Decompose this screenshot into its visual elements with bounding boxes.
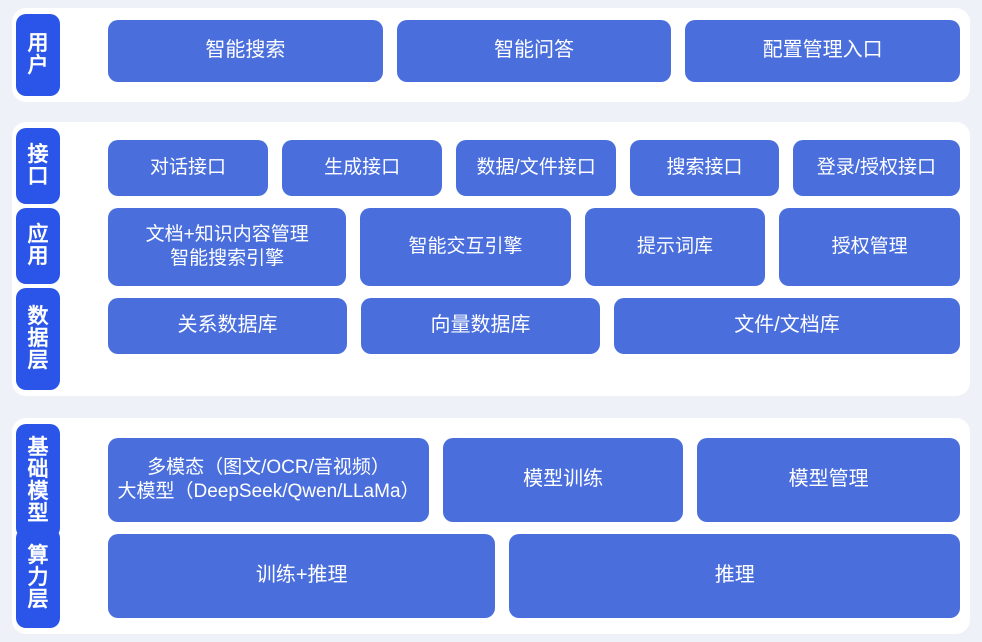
box-model-management[interactable]: 模型管理	[697, 438, 960, 522]
box-training-plus-inference[interactable]: 训练+推理	[108, 534, 496, 618]
box-file-document-store[interactable]: 文件/文档库	[613, 298, 960, 354]
box-authorization-management[interactable]: 授权管理	[779, 208, 961, 286]
row-user-1: 智能搜索 智能问答 配置管理入口	[108, 20, 961, 82]
layer-tab-interface-label: 接口	[27, 142, 49, 188]
row-application: 文档+知识内容管理 智能搜索引擎 智能交互引擎 提示词库 授权管理	[108, 208, 961, 286]
layer-tab-compute-label: 算力层	[27, 543, 49, 612]
box-config-management-entry[interactable]: 配置管理入口	[685, 20, 961, 82]
box-intelligent-qa[interactable]: 智能问答	[396, 20, 672, 82]
box-data-file-api[interactable]: 数据/文件接口	[456, 140, 617, 196]
layer-tab-compute[interactable]: 算力层	[16, 528, 60, 628]
box-dialog-api[interactable]: 对话接口	[108, 140, 269, 196]
box-relational-database[interactable]: 关系数据库	[108, 298, 347, 354]
section-base-content: 多模态（图文/OCR/音视频） 大模型（DeepSeek/Qwen/LLaMa）…	[108, 438, 960, 618]
box-intelligent-search[interactable]: 智能搜索	[108, 20, 383, 82]
layer-tab-user-label: 用户	[27, 31, 49, 77]
layer-tab-data[interactable]: 数据层	[16, 288, 60, 390]
layer-tab-application[interactable]: 应用	[16, 208, 60, 284]
box-inference[interactable]: 推理	[509, 534, 960, 618]
box-login-auth-api[interactable]: 登录/授权接口	[792, 140, 960, 196]
row-interface: 对话接口 生成接口 数据/文件接口 搜索接口 登录/授权接口	[108, 140, 960, 196]
layer-tab-user[interactable]: 用户	[16, 14, 60, 96]
row-data: 关系数据库 向量数据库 文件/文档库	[108, 298, 960, 354]
section-middle-content: 对话接口 生成接口 数据/文件接口 搜索接口 登录/授权接口 文档+知识内容管理…	[108, 140, 961, 354]
layer-tab-application-label: 应用	[27, 222, 49, 268]
layer-tab-data-label: 数据层	[27, 304, 49, 373]
layer-tab-foundation-model-label: 基础模型	[27, 435, 49, 526]
row-compute: 训练+推理 推理	[108, 534, 960, 618]
box-model-training[interactable]: 模型训练	[443, 438, 684, 522]
box-vector-database[interactable]: 向量数据库	[360, 298, 600, 354]
box-search-api[interactable]: 搜索接口	[630, 140, 779, 196]
layer-tab-interface[interactable]: 接口	[16, 128, 60, 204]
box-interaction-engine[interactable]: 智能交互引擎	[360, 208, 571, 286]
layer-tab-foundation-model[interactable]: 基础模型	[16, 424, 60, 538]
box-multimodal-large-model[interactable]: 多模态（图文/OCR/音视频） 大模型（DeepSeek/Qwen/LLaMa）	[108, 438, 430, 522]
section-user-content: 智能搜索 智能问答 配置管理入口	[108, 20, 961, 82]
box-doc-knowledge-management[interactable]: 文档+知识内容管理 智能搜索引擎	[108, 208, 347, 286]
box-generation-api[interactable]: 生成接口	[282, 140, 443, 196]
row-foundation-model: 多模态（图文/OCR/音视频） 大模型（DeepSeek/Qwen/LLaMa）…	[108, 438, 960, 522]
box-prompt-library[interactable]: 提示词库	[584, 208, 766, 286]
